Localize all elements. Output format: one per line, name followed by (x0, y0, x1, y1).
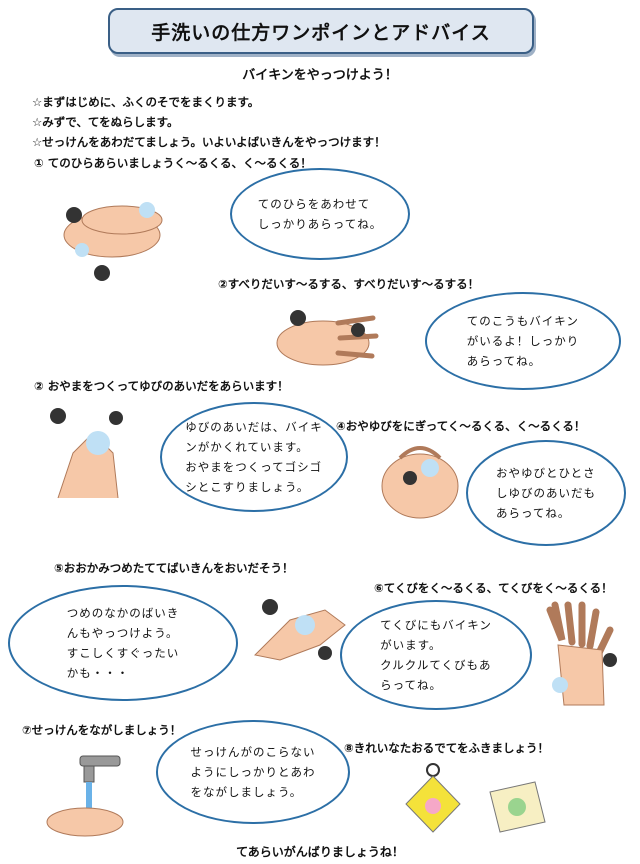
faucet-icon (46, 755, 124, 837)
step-7-bubble-text: せっけんがのこらない ようにしっかりとあわ をながしましょう。 (190, 745, 316, 799)
thumb-wash-illustration (381, 446, 459, 519)
step-6-bubble-text: てくびにもバイキン がいます。 クルクルてくびもあ らってね。 (380, 618, 492, 692)
intro-line-2: ☆みずで、てをぬらします。 (32, 115, 179, 129)
step-2-bubble: てのこうもバイキン がいるよ！しっかり あらってね。 (425, 292, 621, 390)
page-title: 手洗いの仕方ワンポインとアドバイス (108, 8, 534, 54)
step-1-bubble: てのひらをあわせて しっかりあらってね。 (230, 168, 410, 260)
subtitle: バイキンをやっつけよう！ (242, 68, 398, 83)
step-3-bubble: ゆびのあいだは、バイキ ンがかくれています。 おやまをつくってゴシゴ シとこすり… (160, 402, 348, 512)
step-3-bubble-text: ゆびのあいだは、バイキ ンがかくれています。 おやまをつくってゴシゴ シとこすり… (185, 420, 323, 494)
footer-message: てあらいがんばりましょうね！ (236, 845, 404, 859)
step-7-heading: ⑦せっけんをながしましょう！ (22, 723, 182, 737)
step-6-bubble: てくびにもバイキン がいます。 クルクルてくびもあ らってね。 (340, 600, 532, 710)
step-8-heading: ⑧きれいなたおるでてをふきましょう！ (344, 741, 550, 755)
palm-wash-illustration (63, 202, 163, 281)
wrist-wash-illustration (546, 601, 617, 706)
step-2-bubble-text: てのこうもバイキン がいるよ！しっかり あらってね。 (466, 314, 580, 368)
step-5-bubble: つめのなかのばいき んもやっつけよう。 すこしくすぐったい かも・・・ (8, 585, 238, 701)
back-hand-illustration (276, 310, 379, 366)
intro-line-1: ☆まずはじめに、ふくのそでをまくります。 (32, 95, 260, 109)
towel-icon (405, 763, 546, 833)
step-1-bubble-text: てのひらをあわせて しっかりあらってね。 (257, 197, 383, 231)
step-7-bubble: せっけんがのこらない ようにしっかりとあわ をながしましょう。 (156, 720, 350, 824)
step-3-heading: ② おやまをつくってゆびのあいだをあらいます！ (34, 379, 289, 393)
step-5-bubble-text: つめのなかのばいき んもやっつけよう。 すこしくすぐったい かも・・・ (66, 606, 180, 680)
intro-line-3: ☆せっけんをあわだてましょう。いよいよばいきんをやっつけます！ (32, 135, 386, 149)
nail-wash-illustration (253, 599, 346, 661)
step-5-heading: ⑤おおかみつめたててばいきんをおいだそう！ (54, 561, 294, 575)
step-4-bubble: おやゆびとひとさ しゆびのあいだも あらってね。 (466, 440, 626, 546)
step-4-bubble-text: おやゆびとひとさ しゆびのあいだも あらってね。 (496, 466, 596, 520)
step-6-heading: ⑥てくびをく～るくる、てくびをく～るくる！ (374, 581, 613, 595)
step-1-heading: ① てのひらあらいましょうく～るくる、く～るくる！ (34, 156, 312, 170)
page-title-text: 手洗いの仕方ワンポインとアドバイス (151, 21, 491, 44)
step-2-heading: ②すべりだいす～るする、すべりだいす～るする！ (218, 277, 480, 291)
finger-gaps-illustration (50, 408, 123, 499)
step-4-heading: ④おやゆびをにぎってく～るくる、く～るくる！ (336, 419, 586, 433)
